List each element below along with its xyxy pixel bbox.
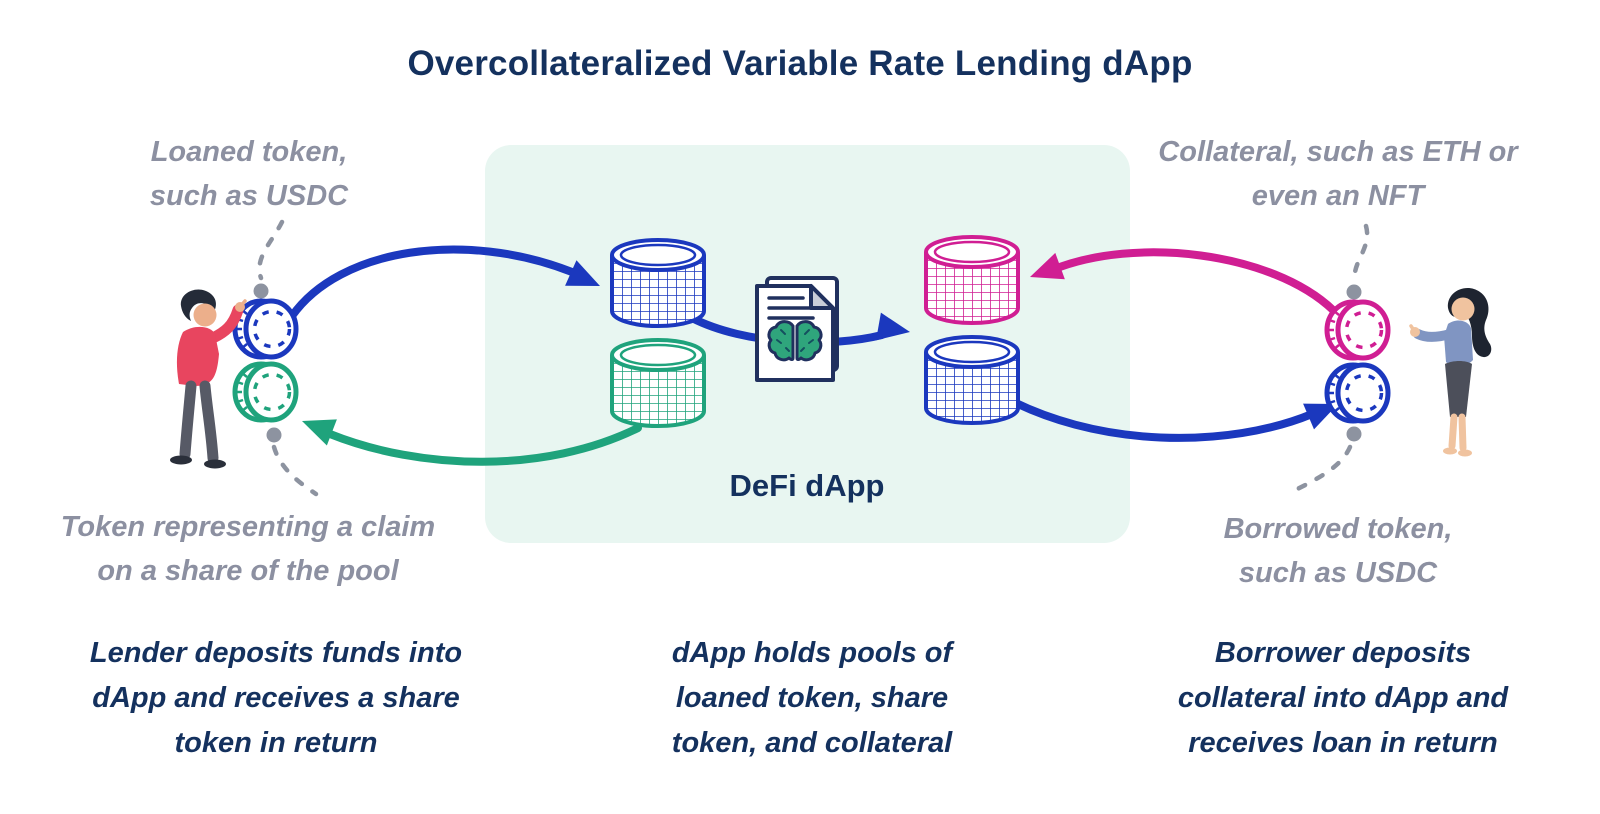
annotation-line: such as USDC: [149, 179, 349, 212]
annotation-line: on a share of the pool: [97, 554, 399, 587]
caption-line: dApp and receives a share: [92, 681, 460, 714]
borrower-person-icon: [1409, 287, 1492, 457]
collateral-coin-icon: [1324, 299, 1391, 361]
share-token-connector: [271, 444, 319, 497]
caption-line: Borrower deposits: [1214, 637, 1472, 669]
loaned-token-connector: [257, 219, 285, 281]
caption-line: collateral into dApp and: [1177, 681, 1509, 714]
share-pool-stack-icon: [610, 338, 706, 428]
caption-line: receives loan in return: [1188, 726, 1498, 759]
borrowed-pool-stack-icon: [924, 335, 1020, 425]
lender-person-icon: [170, 289, 247, 469]
annotation-share-token: Token representing a claim on a share of…: [28, 506, 468, 593]
annotation-line: Collateral, such as ETH or: [1158, 136, 1518, 168]
annotation-line: Borrowed token,: [1223, 513, 1453, 545]
borrowed-token-connector: [1285, 444, 1353, 497]
caption-dapp: dApp holds pools of loaned token, share …: [632, 631, 992, 766]
connector-dot: [253, 283, 269, 299]
annotation-line: Loaned token,: [150, 136, 348, 168]
annotation-borrowed-token: Borrowed token, such as USDC: [1188, 508, 1488, 595]
page-title: Overcollateralized Variable Rate Lending…: [407, 44, 1193, 83]
collateral-connector: [1352, 223, 1370, 283]
brain-icon: [767, 320, 823, 362]
collateral-pool-stack-icon: [924, 235, 1020, 325]
share-token-coin-icon: [232, 361, 299, 423]
connector-dot: [266, 427, 282, 443]
dapp-box-label: DeFi dApp: [729, 468, 885, 503]
annotation-line: such as USDC: [1238, 556, 1438, 589]
caption-line: dApp holds pools of: [671, 637, 953, 669]
share-token-arrow: [302, 419, 642, 466]
deposit-arrow: [288, 245, 600, 320]
connector-dot: [1346, 426, 1362, 442]
caption-line: loaned token, share: [675, 681, 949, 714]
loaned-token-coin-icon: [232, 298, 299, 360]
caption-line: token in return: [174, 726, 378, 759]
annotation-line: Token representing a claim: [60, 511, 436, 543]
borrowed-token-coin-icon: [1324, 362, 1391, 424]
loan-arrow: [991, 388, 1338, 442]
smart-contract-document-icon: [755, 276, 839, 382]
caption-borrower: Borrower deposits collateral into dApp a…: [1133, 631, 1553, 766]
caption-line: token, and collateral: [671, 726, 953, 759]
annotation-loaned-token: Loaned token, such as USDC: [104, 131, 394, 218]
caption-lender: Lender deposits funds into dApp and rece…: [56, 631, 496, 766]
caption-line: Lender deposits funds into: [89, 637, 463, 669]
connector-dot: [1346, 284, 1362, 300]
loaned-pool-stack-icon: [610, 238, 706, 328]
annotation-line: even an NFT: [1251, 179, 1425, 212]
collateral-arrow: [1030, 248, 1337, 314]
annotation-collateral: Collateral, such as ETH or even an NFT: [1128, 131, 1548, 218]
